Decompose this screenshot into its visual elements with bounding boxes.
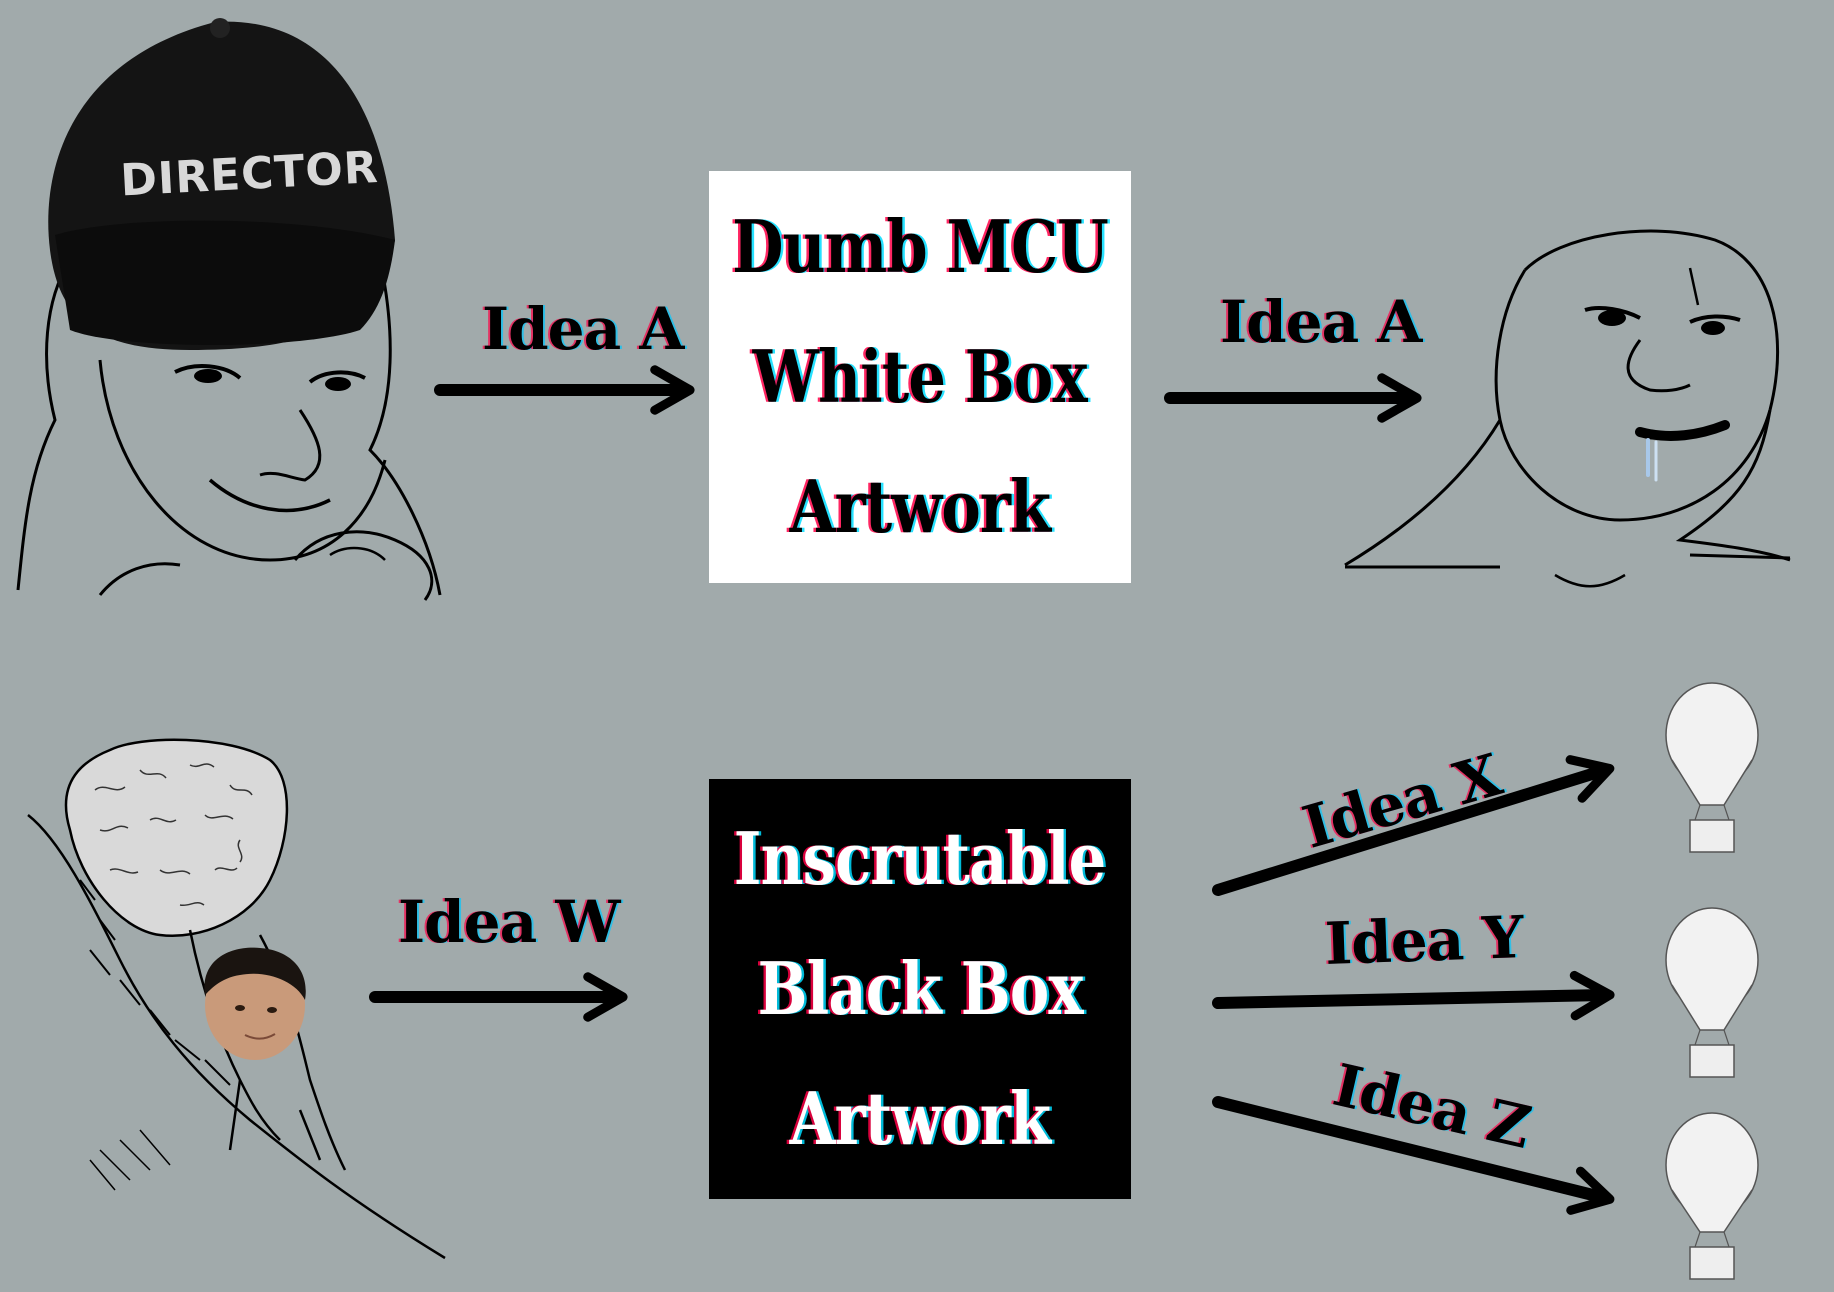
sisyphus-brain-figure <box>27 738 446 1260</box>
hot-air-balloon-3-icon <box>1665 1112 1759 1280</box>
white-box-line-3: Artwork <box>789 464 1051 549</box>
label-idea-y: Idea Y <box>1323 903 1524 978</box>
black-box-line-1: Inscrutable <box>734 816 1106 901</box>
hot-air-balloon-1-icon <box>1665 682 1759 853</box>
black-box-line-2: Black Box <box>757 946 1083 1031</box>
arrow-idea-x <box>1212 755 1615 896</box>
label-top-left-idea: Idea A <box>482 295 684 363</box>
white-box-line-2: White Box <box>752 334 1088 419</box>
hot-air-balloon-2-icon <box>1665 907 1759 1078</box>
drooling-wojak-figure <box>1344 229 1791 588</box>
arrow-idea-y <box>1212 970 1615 1021</box>
label-bottom-left-idea: Idea W <box>398 888 620 956</box>
director-wojak-figure: DIRECTOR <box>16 18 442 601</box>
black-box-line-3: Artwork <box>789 1076 1051 1161</box>
black-box-panel: Inscrutable Black Box Artwork <box>709 779 1131 1199</box>
arrow-idea-z <box>1212 1096 1615 1215</box>
white-box-panel: Dumb MCU White Box Artwork <box>709 171 1131 583</box>
white-box-line-1: Dumb MCU <box>732 204 1109 289</box>
label-top-right-idea: Idea A <box>1220 288 1422 356</box>
